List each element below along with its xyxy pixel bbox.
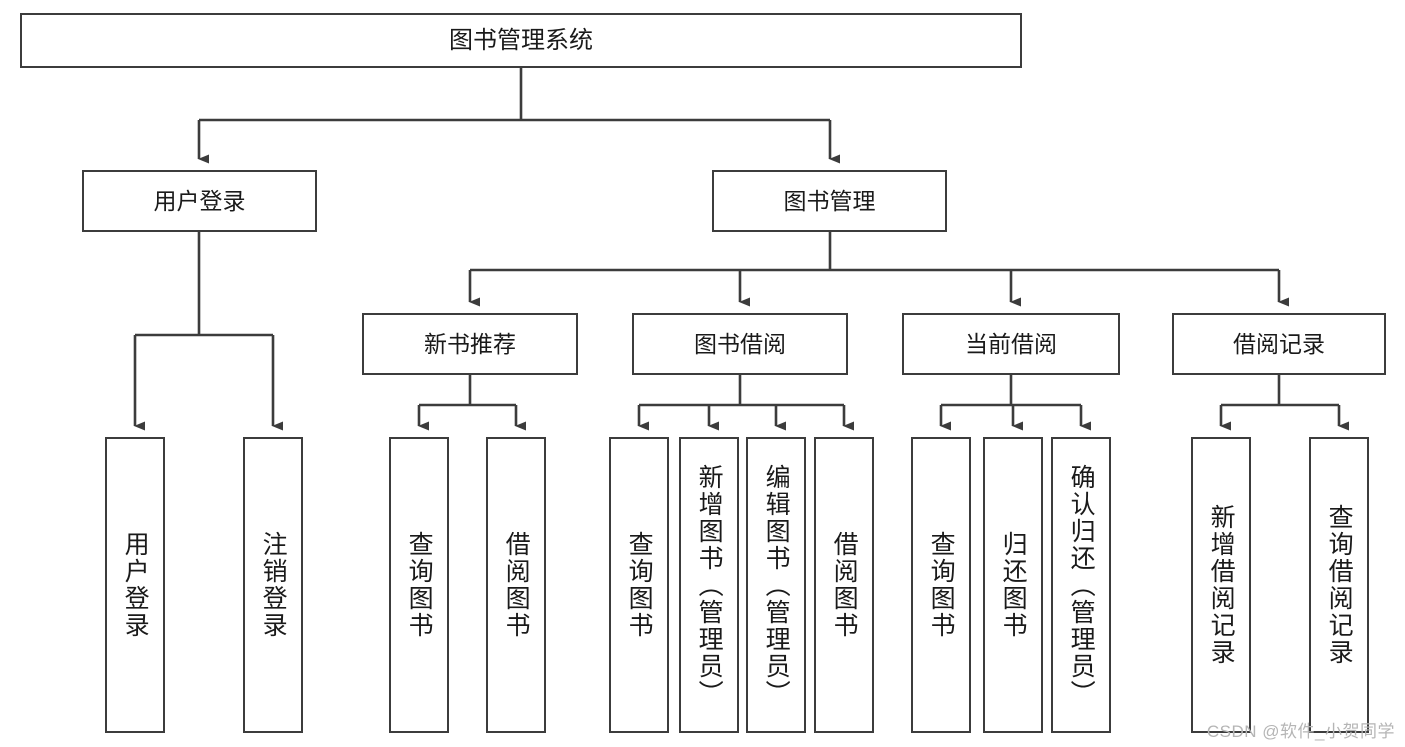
node-leaf-query-book-1[interactable]: 查询图书 <box>389 437 449 733</box>
node-leaf-query-record[interactable]: 查询借阅记录 <box>1309 437 1369 733</box>
node-new-book-recommend[interactable]: 新书推荐 <box>362 313 578 375</box>
node-leaf-borrow-book-2[interactable]: 借阅图书 <box>814 437 874 733</box>
node-leaf-query-book-3[interactable]: 查询图书 <box>911 437 971 733</box>
node-user-login[interactable]: 用户登录 <box>82 170 317 232</box>
node-current-borrow-label: 当前借阅 <box>965 330 1057 357</box>
node-user-login-label: 用户登录 <box>153 187 246 214</box>
node-leaf-query-book-3-label: 查询图书 <box>927 531 956 639</box>
node-leaf-user-login-label: 用户登录 <box>121 531 150 639</box>
node-leaf-confirm-return-label: 确认归还（管理员） <box>1067 463 1096 707</box>
node-book-manage[interactable]: 图书管理 <box>712 170 947 232</box>
node-current-borrow[interactable]: 当前借阅 <box>902 313 1120 375</box>
node-leaf-confirm-return[interactable]: 确认归还（管理员） <box>1051 437 1111 733</box>
node-new-book-recommend-label: 新书推荐 <box>424 330 516 357</box>
node-leaf-query-record-label: 查询借阅记录 <box>1325 504 1354 666</box>
node-book-borrow[interactable]: 图书借阅 <box>632 313 848 375</box>
node-leaf-add-record-label: 新增借阅记录 <box>1207 504 1236 666</box>
node-leaf-user-login[interactable]: 用户登录 <box>105 437 165 733</box>
node-leaf-borrow-book-1[interactable]: 借阅图书 <box>486 437 546 733</box>
node-leaf-add-book-label: 新增图书（管理员） <box>695 463 724 707</box>
node-leaf-query-book-2[interactable]: 查询图书 <box>609 437 669 733</box>
node-leaf-edit-book-label: 编辑图书（管理员） <box>762 463 791 707</box>
csdn-watermark: CSDN @软件_小贺同学 <box>1206 722 1395 741</box>
node-borrow-record[interactable]: 借阅记录 <box>1172 313 1386 375</box>
node-leaf-logout-label: 注销登录 <box>259 531 288 639</box>
node-leaf-add-record[interactable]: 新增借阅记录 <box>1191 437 1251 733</box>
node-book-manage-label: 图书管理 <box>783 187 876 214</box>
node-leaf-logout[interactable]: 注销登录 <box>243 437 303 733</box>
node-leaf-borrow-book-2-label: 借阅图书 <box>830 531 859 639</box>
node-leaf-return-book-label: 归还图书 <box>999 531 1028 639</box>
node-leaf-return-book[interactable]: 归还图书 <box>983 437 1043 733</box>
node-book-borrow-label: 图书借阅 <box>694 330 786 357</box>
node-leaf-query-book-2-label: 查询图书 <box>625 531 654 639</box>
node-leaf-edit-book[interactable]: 编辑图书（管理员） <box>746 437 806 733</box>
node-leaf-add-book[interactable]: 新增图书（管理员） <box>679 437 739 733</box>
node-root-label: 图书管理系统 <box>449 26 593 54</box>
node-leaf-borrow-book-1-label: 借阅图书 <box>502 531 531 639</box>
node-root[interactable]: 图书管理系统 <box>20 13 1022 68</box>
node-borrow-record-label: 借阅记录 <box>1233 330 1325 357</box>
node-leaf-query-book-1-label: 查询图书 <box>405 531 434 639</box>
